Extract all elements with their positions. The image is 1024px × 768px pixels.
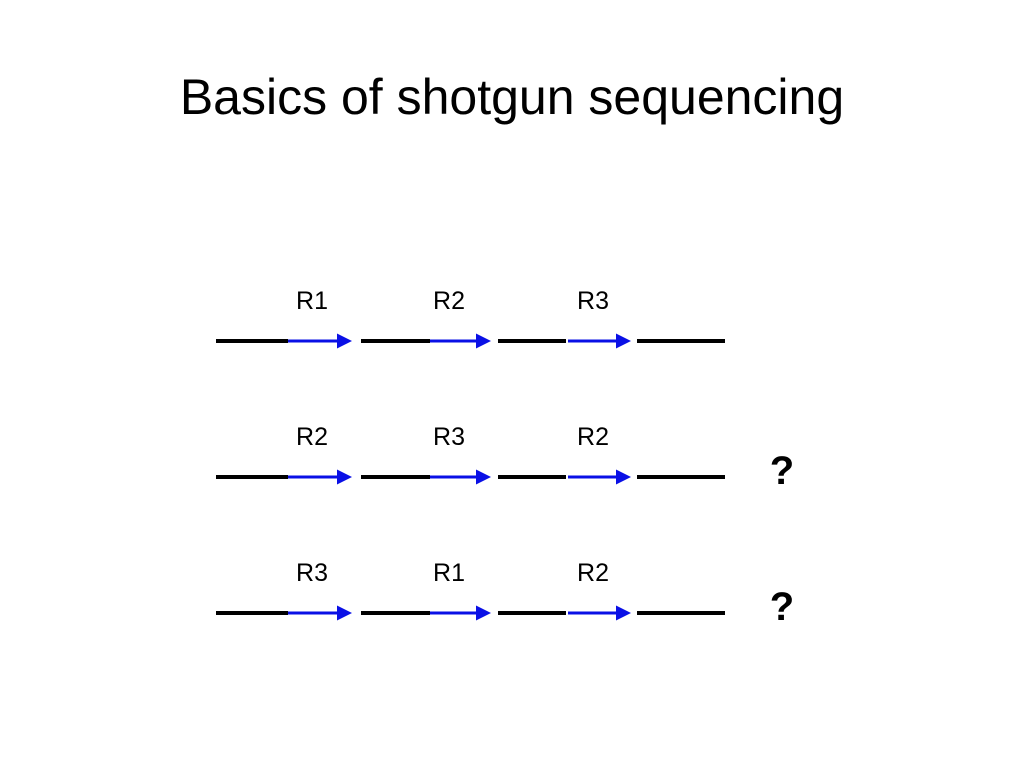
repeat-label: R2 (433, 287, 465, 315)
sequence-row: R3 R1 R2? (216, 559, 794, 629)
ambiguity-marker: ? (770, 449, 794, 493)
repeat-label: R2 (577, 423, 609, 451)
repeat-label: R2 (577, 559, 609, 587)
repeat-label: R3 (296, 559, 328, 587)
repeat-label: R3 (433, 423, 465, 451)
repeat-label: R2 (296, 423, 328, 451)
repeat-label: R1 (433, 559, 465, 587)
slide-title: Basics of shotgun sequencing (179, 69, 845, 125)
sequence-row: R1 R2 R3 (216, 287, 725, 349)
repeat-label: R3 (577, 287, 609, 315)
repeat-label: R1 (296, 287, 328, 315)
sequence-row: R2 R3 R2? (216, 423, 794, 493)
ambiguity-marker: ? (770, 585, 794, 629)
